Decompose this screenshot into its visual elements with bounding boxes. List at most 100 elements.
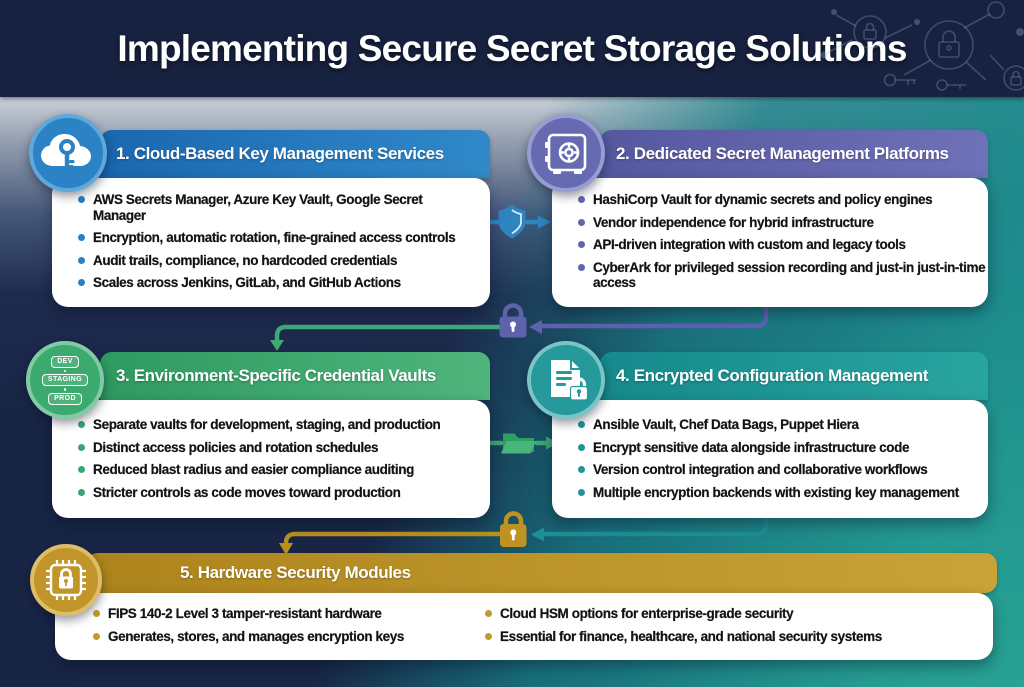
list-item: AWS Secrets Manager, Azure Key Vault, Go… <box>78 192 490 223</box>
bullet-text: AWS Secrets Manager, Azure Key Vault, Go… <box>93 192 423 223</box>
section2-card: HashiCorp Vault for dynamic secrets and … <box>552 178 988 307</box>
bullet-dot <box>578 241 585 248</box>
padlock-icon <box>499 303 527 338</box>
section1-heading: 1. Cloud-Based Key Management Services <box>116 144 444 163</box>
padlock-icon <box>853 15 887 49</box>
section1-badge <box>29 114 107 192</box>
bullet-dot <box>78 443 85 451</box>
list-item: Scales across Jenkins, GitLab, and GitHu… <box>78 275 490 291</box>
page-title: Implementing Secure Secret Storage Solut… <box>117 28 907 69</box>
padlock-icon <box>924 20 974 70</box>
section4-heading: 4. Encrypted Configuration Management <box>616 366 929 385</box>
shield-icon <box>498 204 526 239</box>
section4-card: Ansible Vault, Chef Data Bags, Puppet Hi… <box>552 400 988 518</box>
header: Implementing Secure Secret Storage Solut… <box>0 0 1024 97</box>
bullet-dot <box>578 466 585 473</box>
bullet-dot <box>78 488 85 496</box>
env-pill-staging: STAGING <box>41 374 89 386</box>
bullet-dot <box>578 263 585 271</box>
arrowhead-down <box>270 340 284 351</box>
key-icon <box>883 73 916 87</box>
section2-bullet-list: HashiCorp Vault for dynamic secrets and … <box>552 178 988 291</box>
list-item: Version control integration and collabor… <box>578 462 988 478</box>
bullet-dot <box>93 632 100 640</box>
section2-badge <box>527 114 605 192</box>
section1-bullet-list: AWS Secrets Manager, Azure Key Vault, Go… <box>52 178 490 291</box>
bullet-text: Cloud HSM options for enterprise-grade s… <box>500 606 794 621</box>
bullet-dot <box>93 610 100 617</box>
section4-badge <box>527 341 605 419</box>
bullet-text: Stricter controls as code moves toward p… <box>93 484 401 500</box>
env-pill-prod: PROD <box>48 392 82 405</box>
environment-pipeline-icon: DEV STAGING PROD <box>41 355 89 405</box>
list-item: Essential for finance, healthcare, and n… <box>485 628 963 645</box>
bullet-text: Separate vaults for development, staging… <box>93 417 441 432</box>
section2-heading-banner: 2. Dedicated Secret Management Platforms <box>600 130 988 178</box>
pipeline-dot <box>63 369 67 372</box>
section2-heading: 2. Dedicated Secret Management Platforms <box>616 144 949 163</box>
bullet-text: Scales across Jenkins, GitLab, and GitHu… <box>93 275 401 290</box>
bullet-text: API-driven integration with custom and l… <box>593 237 906 252</box>
bullet-dot <box>78 196 85 203</box>
section3-bullet-list: Separate vaults for development, staging… <box>52 400 490 500</box>
list-item: Reduced blast radius and easier complian… <box>78 462 490 478</box>
list-item: Cloud HSM options for enterprise-grade s… <box>485 606 963 622</box>
list-item: HashiCorp Vault for dynamic secrets and … <box>578 192 988 208</box>
bullet-dot <box>78 466 85 473</box>
bullet-dot <box>578 443 585 451</box>
arrowhead-left <box>531 527 544 542</box>
bullet-text: Encrypt sensitive data alongside infrast… <box>593 439 910 455</box>
section4-bullet-list: Ansible Vault, Chef Data Bags, Puppet Hi… <box>552 400 988 500</box>
bullet-dot <box>485 610 492 617</box>
bullet-text: Version control integration and collabor… <box>593 462 928 477</box>
section5-heading-banner: 5. Hardware Security Modules <box>86 553 997 593</box>
list-item: Encrypt sensitive data alongside infrast… <box>578 439 988 456</box>
document-lock-icon <box>551 360 589 401</box>
bullet-dot <box>485 632 492 640</box>
list-item: Encryption, automatic rotation, fine-gra… <box>78 230 490 246</box>
bullet-dot <box>78 421 85 428</box>
section1-heading-banner: 1. Cloud-Based Key Management Services <box>100 130 490 178</box>
list-item: FIPS 140-2 Level 3 tamper-resistant hard… <box>93 606 463 622</box>
arrowhead-down <box>279 543 293 555</box>
bullet-dot <box>578 488 585 496</box>
open-folder-icon <box>501 433 536 454</box>
bullet-text: Vendor independence for hybrid infrastru… <box>593 214 874 230</box>
cloud-key-icon <box>41 134 91 170</box>
bullet-dot <box>578 218 585 226</box>
env-pill-dev: DEV <box>51 355 79 368</box>
bullet-text: CyberArk for privileged session recordin… <box>593 259 986 290</box>
list-item: CyberArk for privileged session recordin… <box>578 259 988 291</box>
safe-vault-icon <box>545 133 587 174</box>
bullet-text: Audit trails, compliance, no hardcoded c… <box>93 252 398 268</box>
section4-heading-banner: 4. Encrypted Configuration Management <box>600 352 988 400</box>
section1-card: AWS Secrets Manager, Azure Key Vault, Go… <box>52 178 490 307</box>
bullet-text: Encryption, automatic rotation, fine-gra… <box>93 230 456 245</box>
list-item: API-driven integration with custom and l… <box>578 237 988 253</box>
bullet-dot <box>78 256 85 264</box>
section5-right-column: Cloud HSM options for enterprise-grade s… <box>463 606 963 651</box>
section3-badge: DEV STAGING PROD <box>26 341 104 419</box>
bullet-text: Ansible Vault, Chef Data Bags, Puppet Hi… <box>593 417 859 432</box>
bullet-text: FIPS 140-2 Level 3 tamper-resistant hard… <box>108 606 382 621</box>
section5-left-column: FIPS 140-2 Level 3 tamper-resistant hard… <box>55 606 463 651</box>
section3-card: Separate vaults for development, staging… <box>52 400 490 518</box>
section5-bullet-columns: FIPS 140-2 Level 3 tamper-resistant hard… <box>55 593 993 651</box>
list-item: Distinct access policies and rotation sc… <box>78 439 490 456</box>
network-decoration <box>820 1 1024 91</box>
bullet-text: Essential for finance, healthcare, and n… <box>500 628 882 644</box>
arrowhead-right <box>538 215 551 229</box>
section3-heading-banner: 3. Environment-Specific Credential Vault… <box>100 352 490 400</box>
list-item: Separate vaults for development, staging… <box>78 417 490 433</box>
bullet-text: HashiCorp Vault for dynamic secrets and … <box>593 192 933 207</box>
list-item: Audit trails, compliance, no hardcoded c… <box>78 252 490 269</box>
bullet-dot <box>78 234 85 241</box>
list-item: Vendor independence for hybrid infrastru… <box>578 214 988 231</box>
bullet-dot <box>578 421 585 428</box>
section5-badge <box>30 544 102 616</box>
bullet-text: Generates, stores, and manages encryptio… <box>108 628 405 644</box>
section5-card: FIPS 140-2 Level 3 tamper-resistant hard… <box>55 593 993 660</box>
pipeline-dot <box>63 388 67 391</box>
bullet-text: Multiple encryption backends with existi… <box>593 484 959 500</box>
